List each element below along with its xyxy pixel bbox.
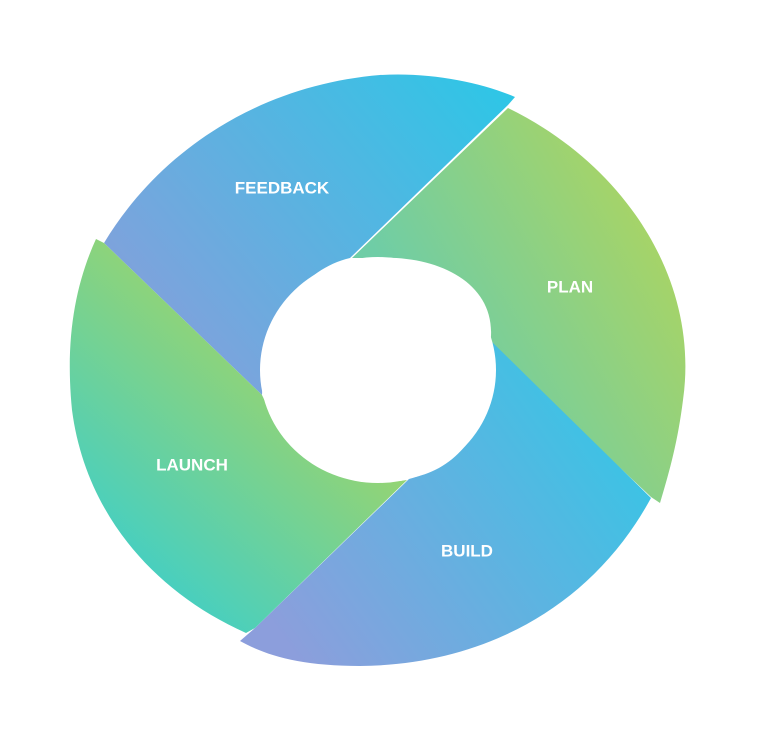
launch-segment bbox=[69, 239, 408, 633]
feedback-segment bbox=[104, 74, 515, 395]
feedback-label: FEEDBACK bbox=[235, 178, 330, 197]
plan-label: PLAN bbox=[547, 277, 593, 296]
plan-segment bbox=[352, 108, 686, 503]
launch-label: LAUNCH bbox=[156, 455, 228, 474]
build-label: BUILD bbox=[441, 541, 493, 560]
build-segment bbox=[240, 340, 651, 666]
center-hole bbox=[260, 257, 496, 483]
